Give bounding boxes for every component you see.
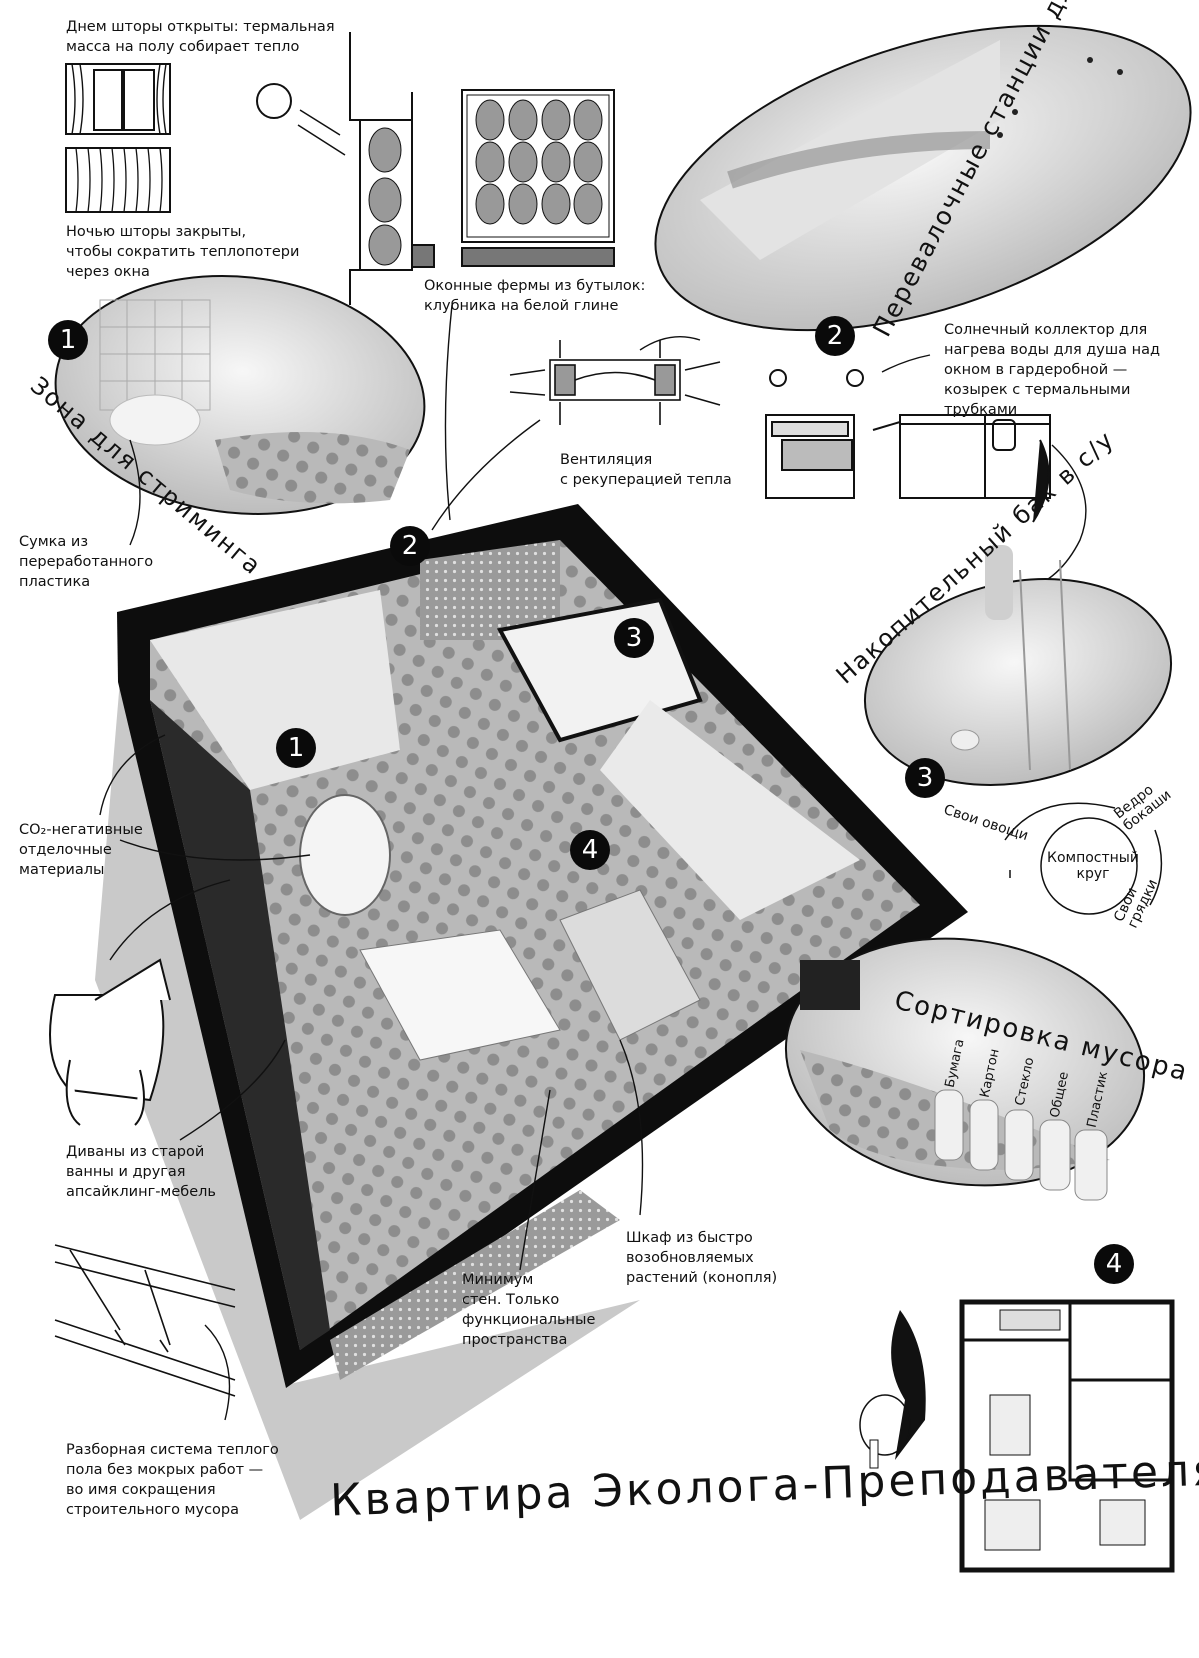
bottle-farm-sketch	[461, 89, 615, 267]
compost-center: Компостный круг	[1047, 850, 1139, 882]
upcycled-sofa-sketch	[49, 958, 171, 1126]
note-bottle-farms: Оконные фермы из бутылок: клубника на бе…	[424, 278, 646, 314]
sun-icon	[256, 83, 292, 119]
zone-2-badge: 2	[815, 316, 855, 356]
plan-marker-1: 1	[276, 728, 316, 768]
curtains-open-sketch	[65, 63, 171, 135]
window-section-sketch	[349, 32, 435, 305]
waste-sorting-render	[784, 937, 1146, 1201]
apartment-isometric	[117, 504, 968, 1388]
person-with-bag-figure	[859, 1310, 926, 1469]
note-ventilation: Вентиляция с рекуперацией тепла	[560, 452, 732, 488]
note-upcycled-sofas: Диваны из старой ванны и другая апсайкли…	[66, 1144, 216, 1200]
note-bag: Сумка из переработанного пластика	[19, 534, 154, 590]
zone-1-badge: 1	[48, 320, 88, 360]
streaming-zone-render	[54, 275, 426, 515]
zone-3-badge: 3	[905, 758, 945, 798]
note-hemp-wardrobe: Шкаф из быстро возобновляемых растений (…	[626, 1230, 778, 1286]
note-floor-heating: Разборная система теплого пола без мокры…	[66, 1442, 279, 1518]
compost-cycle-diagram	[1004, 802, 1163, 915]
leader-line	[129, 439, 141, 546]
sun-rays-arrows	[297, 109, 346, 156]
bee-stations-render	[654, 24, 1192, 332]
bathroom-render	[863, 545, 1173, 786]
solar-collector-sketch	[765, 369, 1051, 523]
leader-line	[444, 304, 453, 521]
note-minimum-walls: Минимум стен. Только функциональные прос…	[462, 1272, 596, 1348]
plan-marker-3: 3	[614, 618, 654, 658]
leader-line	[431, 335, 701, 531]
apartment-shadow	[95, 680, 640, 1520]
ventilation-sketch	[509, 340, 721, 425]
floor-plan	[959, 1299, 1175, 1573]
note-solar-collector: Солнечный коллектор для нагрева воды для…	[944, 322, 1161, 418]
plan-marker-4: 4	[570, 830, 610, 870]
note-co2-materials: CO₂-негативные отделочные материалы	[19, 822, 143, 878]
note-curtains-night: Ночью шторы закрыты, чтобы сократить теп…	[66, 224, 300, 280]
floor-heating-sketch	[54, 1244, 236, 1397]
zone-4-badge: 4	[1094, 1244, 1134, 1284]
note-curtains-day: Днем шторы открыты: термальная масса на …	[66, 19, 335, 55]
bee-icons	[997, 57, 1123, 138]
plan-marker-2: 2	[390, 526, 430, 566]
curtains-closed-sketch	[65, 147, 171, 213]
leader-lines	[99, 734, 644, 1421]
